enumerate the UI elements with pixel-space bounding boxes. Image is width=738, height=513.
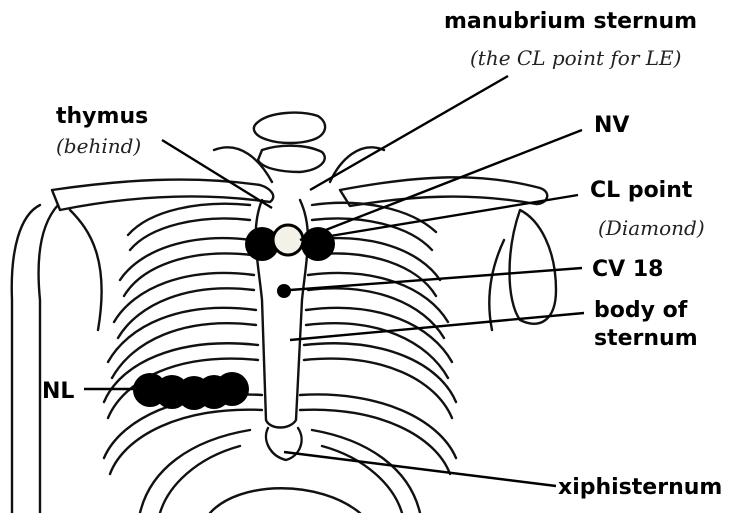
- label-manubrium-sternum: manubrium sternum: [444, 9, 697, 34]
- right-scapula: [489, 240, 504, 330]
- cl-point-diamond: [273, 225, 303, 255]
- leader-cv18: [290, 268, 582, 290]
- label-thymus-note: (behind): [56, 134, 141, 158]
- label-manubrium-note: (the CL point for LE): [470, 46, 681, 70]
- labels: manubrium sternum (the CL point for LE) …: [42, 9, 722, 500]
- leader-manubrium: [310, 76, 508, 190]
- left-clavicle: [52, 180, 273, 210]
- leader-body-of-sternum: [290, 313, 584, 340]
- label-thymus: thymus: [56, 104, 148, 129]
- label-nv: NV: [594, 113, 629, 138]
- label-cl-note: (Diamond): [598, 216, 705, 240]
- label-cv18: CV 18: [592, 257, 663, 282]
- left-shoulder: [12, 205, 58, 513]
- left-scapula: [70, 210, 102, 330]
- leader-nv: [300, 130, 582, 240]
- cervical-vertebra: [254, 113, 325, 143]
- label-body-of-sternum-line2: sternum: [594, 326, 698, 351]
- cv18-point: [277, 284, 291, 298]
- label-cl-point: CL point: [590, 178, 693, 203]
- first-rib-ring: [214, 147, 384, 182]
- nl-points: [133, 372, 249, 410]
- label-nl: NL: [42, 379, 74, 404]
- upper-vertebra: [258, 146, 325, 172]
- right-shoulder: [510, 210, 557, 324]
- leader-xiphisternum: [284, 452, 556, 486]
- xiphoid-process: [266, 428, 302, 460]
- label-body-of-sternum-line1: body of: [594, 298, 688, 323]
- lower-arch: [210, 488, 360, 513]
- right-clavicle: [340, 177, 547, 206]
- label-xiphisternum: xiphisternum: [558, 475, 722, 500]
- left-ribs: [104, 204, 262, 513]
